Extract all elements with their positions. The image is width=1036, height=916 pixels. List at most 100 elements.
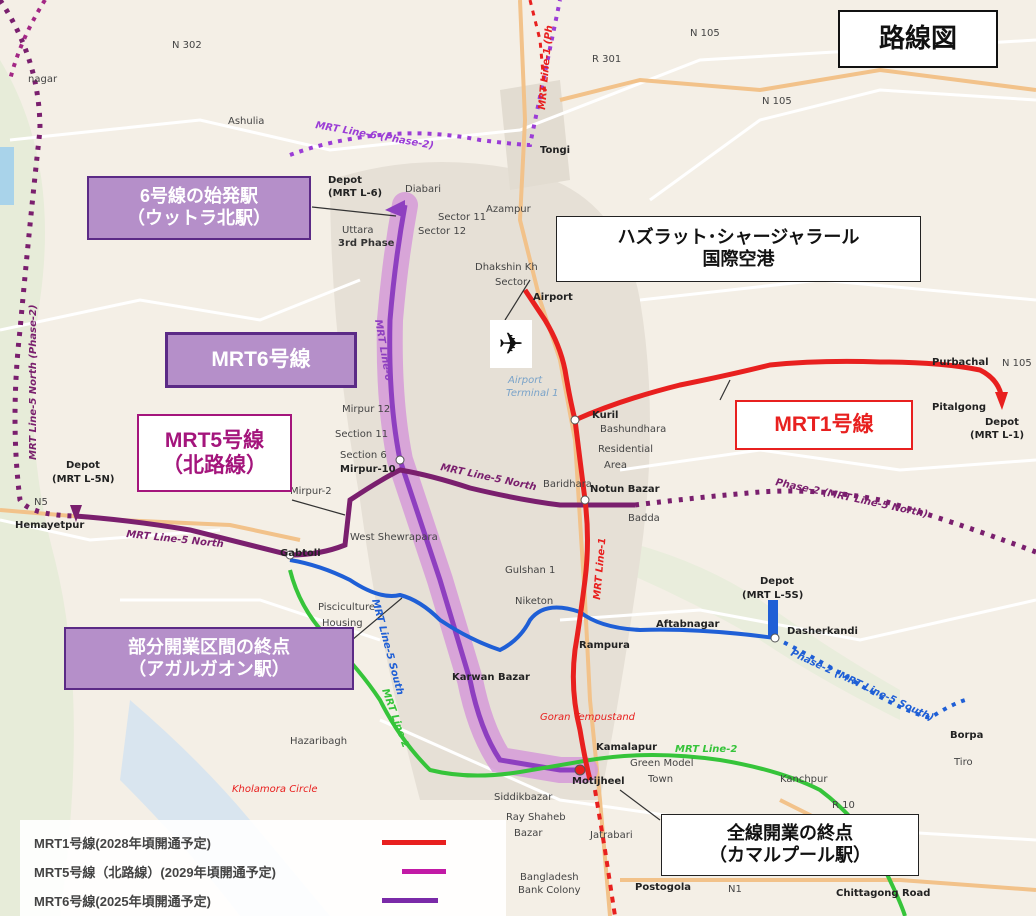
- road-n1-label: N1: [728, 884, 742, 895]
- place-green-model-label: Green Model: [630, 758, 694, 769]
- depot-l5n-label-b: (MRT L-5N): [52, 474, 115, 485]
- legend-swatch-line6: [382, 898, 438, 903]
- place-housing-label: Housing: [322, 618, 363, 629]
- place-kuril-label: Kuril: [592, 410, 618, 421]
- place-gulshan1-label: Gulshan 1: [505, 565, 555, 576]
- place-bazar-label: Bazar: [514, 828, 543, 839]
- place-nagar-label: nagar: [28, 74, 58, 85]
- place-ashulia-label: Ashulia: [228, 116, 264, 127]
- place-kanchpur-label: Kanchpur: [780, 774, 828, 785]
- airport-line2: 国際空港: [702, 249, 775, 269]
- map-title-text: 路線図: [878, 23, 957, 54]
- depot-l5s-label: Depot: [760, 576, 794, 587]
- line6-start-line2: （ウットラ北駅）: [127, 208, 271, 228]
- place-goran-label: Goran Tempustand: [540, 712, 636, 723]
- place-airport-label: Airport: [533, 292, 573, 303]
- road-n105-label: N 105: [690, 28, 720, 39]
- river-west: [0, 60, 74, 916]
- depot-l1-marker: [995, 392, 1008, 410]
- place-notun-bazar-label: Notun Bazar: [590, 484, 660, 495]
- place-baridhara-label: Baridhara: [543, 479, 592, 490]
- place-mirpur12-label: Mirpur 12: [342, 404, 390, 415]
- place-sector11-label: Sector 11: [438, 212, 486, 223]
- place-motijheel-label: Motijheel: [572, 776, 625, 787]
- place-purbachal-label: Purbachal: [932, 357, 989, 368]
- road-r10-label: R 10: [832, 800, 855, 811]
- depot-l5n-label: Depot: [66, 460, 100, 471]
- place-ray-shaheb-label: Ray Shaheb: [506, 812, 566, 823]
- legend-swatch-line5: [402, 869, 446, 874]
- airplane-icon: ✈: [490, 320, 532, 368]
- legend-label-line5: MRT5号線（北路線）(2029年頃開通予定): [34, 865, 276, 880]
- urban-area: [330, 162, 650, 800]
- airport-line1: ハズラット･シャージャラール: [617, 227, 860, 248]
- road-n105-label-3: N 105: [1002, 358, 1032, 369]
- line6-callout: MRT6号線: [165, 332, 357, 388]
- callout-leaders: [291, 206, 731, 821]
- depot-l1-label: Depot: [985, 417, 1019, 428]
- place-sector-label: Sector: [495, 277, 528, 288]
- road-n302-label: N 302: [172, 40, 202, 51]
- line1-map-label: MRT Line-1: [592, 537, 608, 600]
- line5-south-route: [289, 558, 776, 653]
- place-bashundhara-label: Bashundhara: [600, 424, 666, 435]
- place-tiro-label: Tiro: [953, 757, 973, 768]
- depot-l5s-label-b: (MRT L-5S): [742, 590, 803, 601]
- line2-map-label: MRT Line-2: [675, 744, 737, 755]
- line6-start-line1: 6号線の始発駅: [139, 186, 258, 207]
- line1-callout: MRT1号線: [735, 400, 913, 450]
- place-pitalgong-label: Pitalgong: [932, 402, 986, 413]
- place-uttara-label: Uttara: [342, 225, 374, 236]
- place-aftabnagar-label: Aftabnagar: [656, 619, 720, 630]
- place-area-label: Area: [604, 460, 627, 471]
- partial-end-line2: （アガルガオン駅）: [128, 658, 290, 679]
- place-mirpur2-label: Mirpur-2: [290, 486, 332, 497]
- depot-l1-label-b: (MRT L-1): [970, 430, 1024, 441]
- legend-row-line1: MRT1号線(2028年頃開通予定): [34, 828, 492, 857]
- airport-callout: ハズラット･シャージャラール 国際空港: [556, 216, 921, 282]
- depot-l5s-marker: [768, 600, 778, 636]
- line5-callout: MRT5号線 （北路線）: [137, 414, 292, 492]
- line5-north-phase2-east-route: [634, 488, 1036, 555]
- place-chittagong-road-label: Chittagong Road: [836, 888, 930, 899]
- road-n5-label: N5: [34, 497, 48, 508]
- map-legend: MRT1号線(2028年頃開通予定) MRT5号線（北路線）(2029年頃開通予…: [20, 820, 506, 916]
- place-tongi-label: Tongi: [540, 145, 570, 156]
- place-karwan-bazar-label: Karwan Bazar: [452, 672, 530, 683]
- place-gabtoli-label: Gabtoli: [280, 548, 321, 559]
- legend-label-line1: MRT1号線(2028年頃開通予定): [34, 836, 211, 851]
- place-jatrabari-label: Jatrabari: [589, 830, 633, 841]
- partial-end-line1: 部分開業区間の終点: [128, 636, 290, 657]
- place-siddikbazar-label: Siddikbazar: [494, 792, 553, 803]
- line6-callout-text: MRT6号線: [211, 348, 311, 372]
- place-mirpur10-label: Mirpur-10: [340, 464, 396, 475]
- legend-row-line5: MRT5号線（北路線）(2029年頃開通予定): [34, 857, 492, 886]
- place-bangladesh-label: Bangladesh: [520, 872, 579, 883]
- place-badda-label: Badda: [628, 513, 660, 524]
- line5-south-phase2-route: [774, 636, 966, 721]
- line6-route: [387, 204, 585, 773]
- line5-callout-line1: MRT5号線: [164, 428, 265, 452]
- line2-route: [288, 569, 907, 916]
- place-sector12-label: Sector 12: [418, 226, 466, 237]
- depot-l6-label-b: (MRT L-6): [328, 188, 382, 199]
- line1-callout-text: MRT1号線: [774, 413, 874, 437]
- legend-label-line6: MRT6号線(2025年頃開通予定): [34, 894, 211, 909]
- place-rampura-label: Rampura: [579, 640, 630, 651]
- depot-l5n-marker: [70, 505, 82, 522]
- line1-purbachal-branch: [573, 358, 1005, 423]
- place-hazaribagh-label: Hazaribagh: [290, 736, 347, 747]
- left-edge-fragment: [0, 147, 14, 205]
- urban-tongi: [500, 80, 570, 190]
- depot-l6-marker: [385, 200, 405, 218]
- place-residential-label: Residential: [598, 444, 653, 455]
- road-n105-label-2: N 105: [762, 96, 792, 107]
- line5-north-phase2-map-label: MRT Line-5 North (Phase-2): [28, 304, 39, 460]
- place-terminal1-label: Terminal 1: [506, 388, 558, 399]
- legend-swatch-line1: [382, 840, 446, 845]
- place-hemayetpur-label: Hemayetpur: [15, 520, 84, 531]
- place-section11-label: Section 11: [335, 429, 388, 440]
- place-niketon-label: Niketon: [515, 596, 553, 607]
- station-markers: [285, 415, 780, 776]
